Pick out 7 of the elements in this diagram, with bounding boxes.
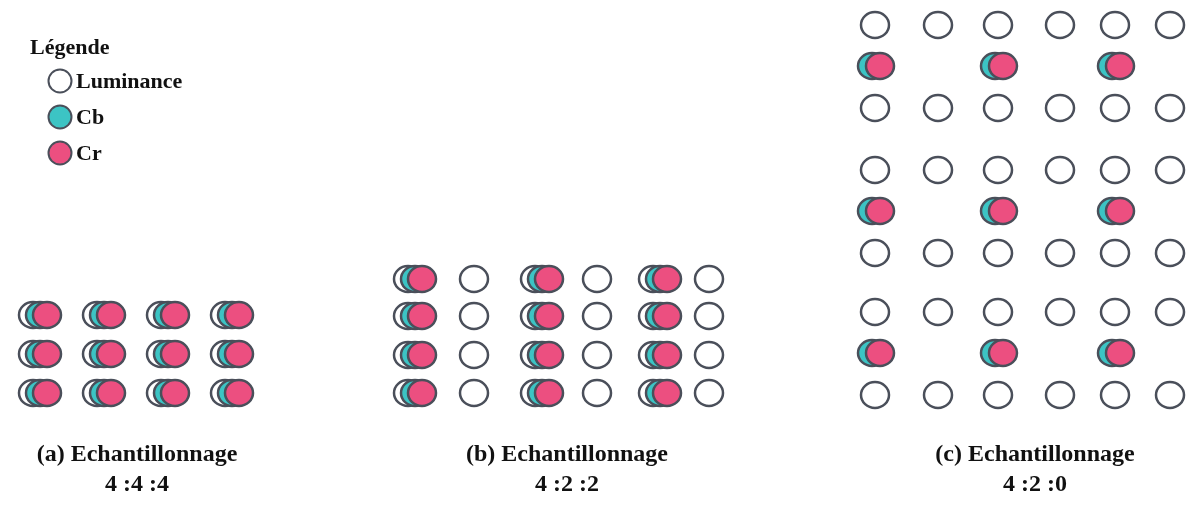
caption: (c) Echantillonnage 4 :2 :0 <box>934 439 1136 498</box>
caption: (b) Echantillonnage 4 :2 :2 <box>465 439 669 498</box>
legend-label: Luminance <box>76 68 183 94</box>
legend-label: Cr <box>76 140 102 166</box>
legend-label: Cb <box>76 104 105 130</box>
caption: (a) Echantillonnage 4 :4 :4 <box>35 439 239 498</box>
legend-title: Légende <box>30 33 111 61</box>
